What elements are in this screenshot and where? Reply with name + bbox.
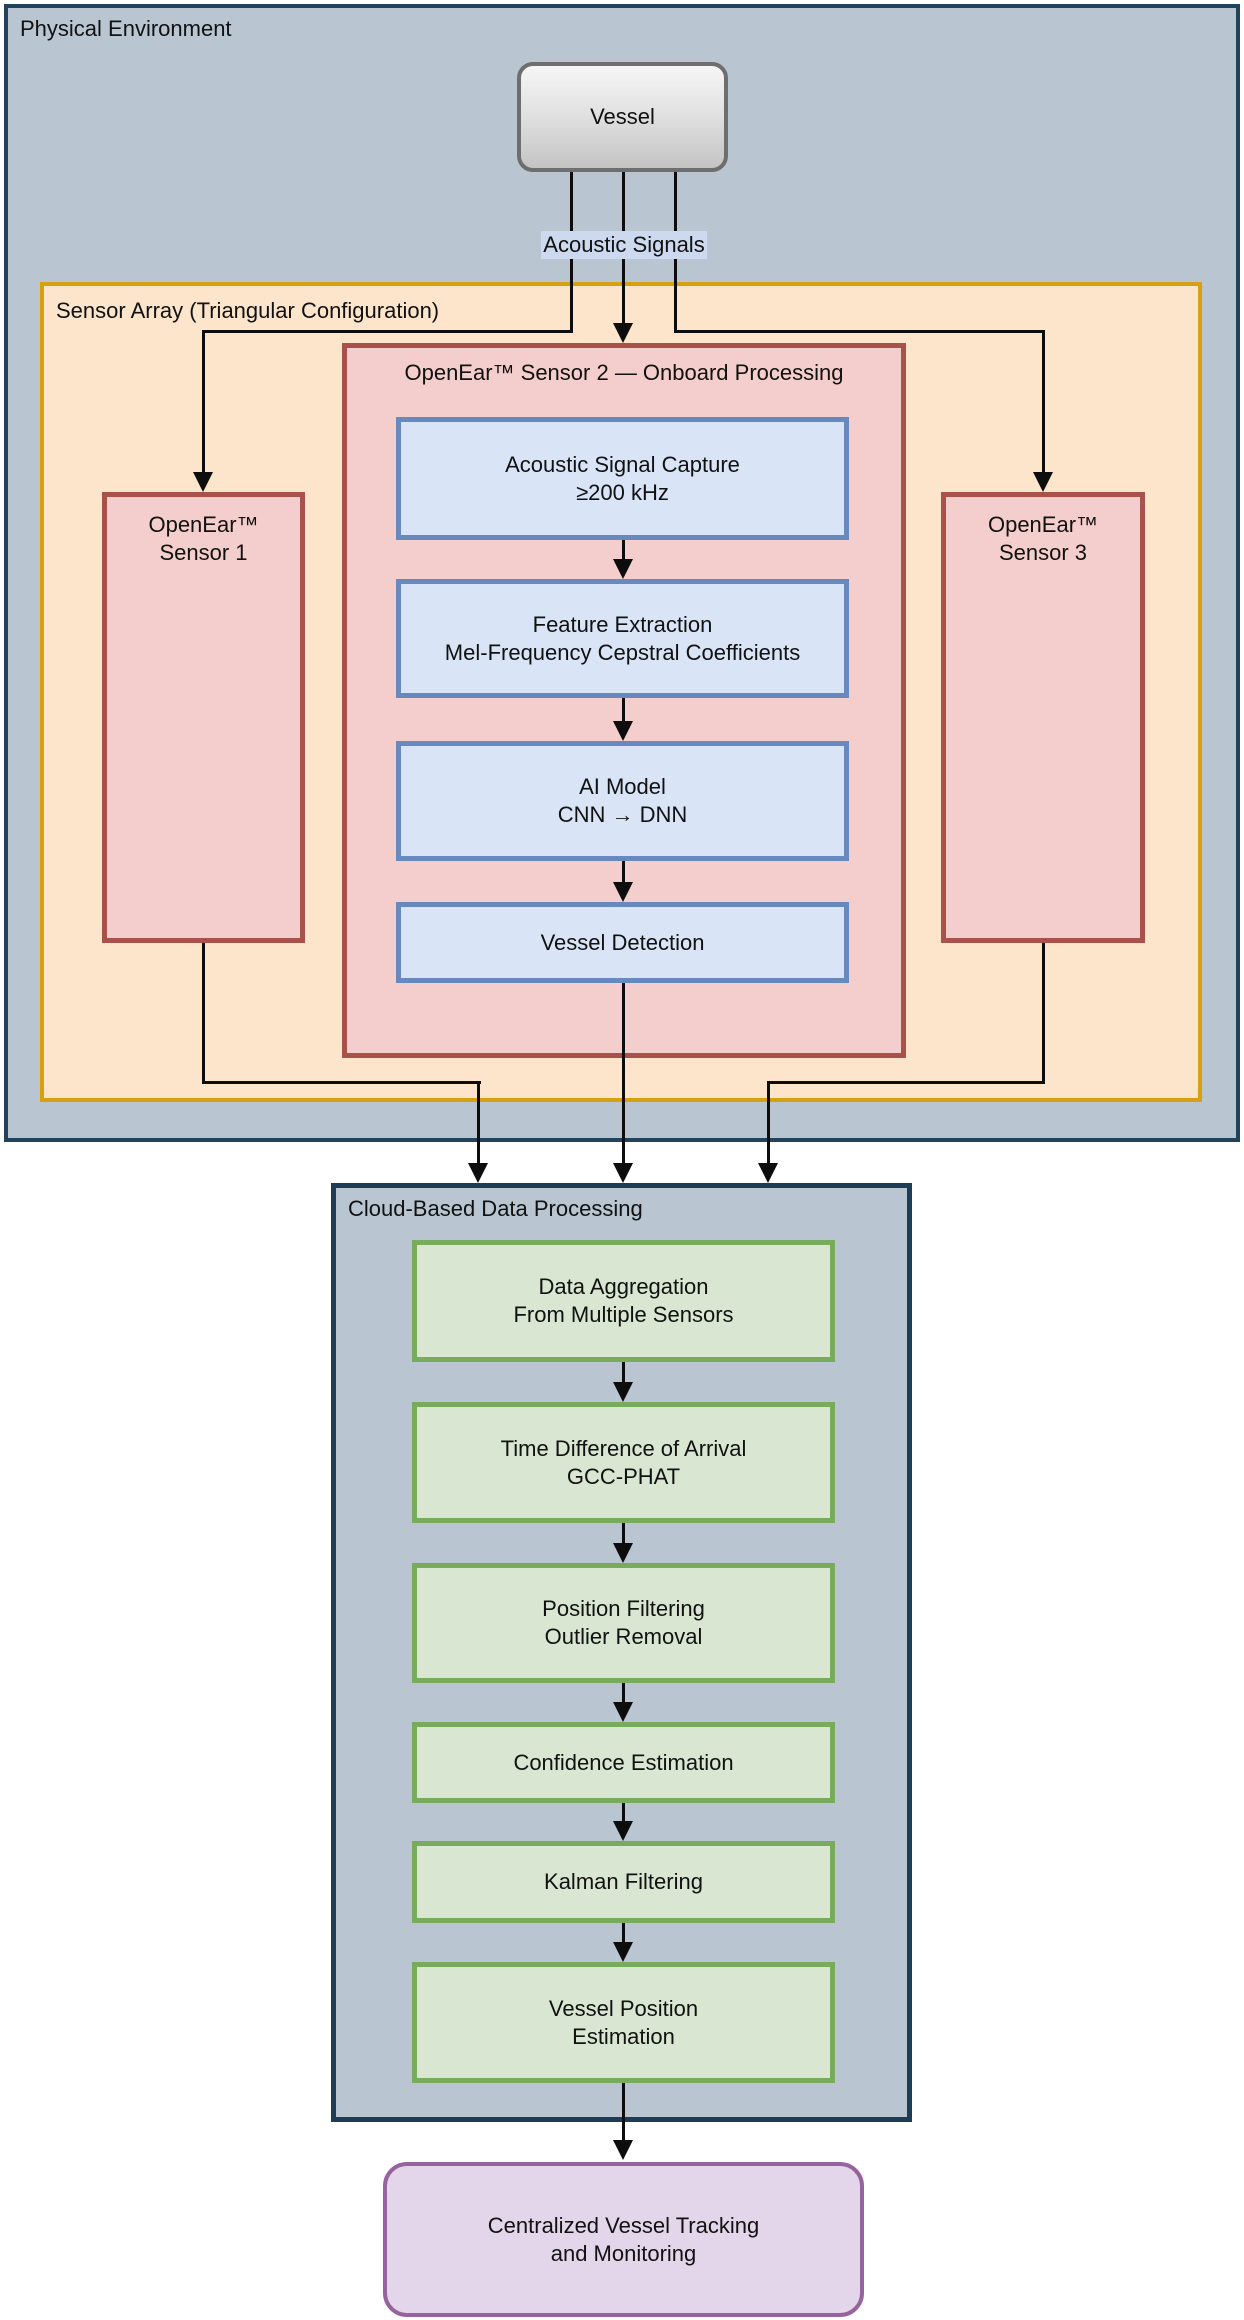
arrowhead-into-kalman (613, 1821, 633, 1841)
arrowhead-sensor1-into-cloud (468, 1163, 488, 1183)
step-text: Time Difference of Arrival (500, 1435, 747, 1461)
edge-sensor2-to-cloud-segment (621, 983, 625, 1165)
edge-confidence-to-kalman (621, 1803, 625, 1823)
arrowhead-sensor3-into-cloud (758, 1163, 778, 1183)
step-text: ≥200 kHz (576, 479, 669, 505)
step-text: Data Aggregation (538, 1274, 709, 1299)
step-vessel-detection: Vessel Detection (396, 902, 849, 983)
centralized-tracking-node: Centralized Vessel Tracking and Monitori… (383, 2162, 864, 2317)
sensor-array-label: Sensor Array (Triangular Configuration) (56, 298, 440, 323)
output-text-line2: and Monitoring (550, 2240, 697, 2266)
edge-tdoa-to-filtering (621, 1523, 625, 1545)
arrowhead-into-filtering (613, 1543, 633, 1563)
edge-sensor3-to-cloud-segment (1041, 943, 1045, 1084)
step-vessel-position-estimation: Vessel Position Estimation (412, 1962, 835, 2083)
edge-sensor1-to-cloud-segment (201, 943, 205, 1084)
edge-filtering-to-confidence (621, 1683, 625, 1704)
arrowhead-into-sensor3 (1033, 472, 1053, 492)
edge-sensor1-to-cloud-segment (201, 1080, 481, 1084)
step-ai-model: AI Model CNN → DNN (396, 741, 849, 861)
sensor2-title: OpenEar™ Sensor 2 — Onboard Processing (404, 360, 844, 385)
step-tdoa: Time Difference of Arrival GCC-PHAT (412, 1402, 835, 1523)
step-text: Feature Extraction (532, 611, 713, 637)
step-position-filtering: Position Filtering Outlier Removal (412, 1563, 835, 1683)
step-text: Confidence Estimation (513, 1749, 734, 1775)
sensor1-label-line2: Sensor 1 (159, 540, 248, 565)
vessel-node-label: Vessel (590, 104, 655, 129)
edge-model-to-detection (621, 861, 625, 884)
edge-features-to-model (621, 698, 625, 723)
acoustic-signals-label: Acoustic Signals (543, 232, 705, 257)
edge-aggregation-to-tdoa (621, 1362, 625, 1384)
edge-sensor3-to-cloud-segment (766, 1080, 1045, 1084)
arrowhead-into-position (613, 1942, 633, 1962)
step-text: AI Model (579, 774, 666, 799)
acoustic-signals-label-box: Acoustic Signals (541, 231, 707, 259)
step-text: Position Filtering (542, 1596, 705, 1621)
sensor1-node: OpenEar™ Sensor 1 (102, 492, 305, 943)
step-text: CNN → DNN (557, 802, 688, 827)
output-text-line1: Centralized Vessel Tracking (487, 2212, 760, 2238)
edge-sensor1-to-cloud-segment (476, 1080, 480, 1166)
arrowhead-into-tdoa (613, 1382, 633, 1402)
edge-kalman-to-position (621, 1923, 625, 1944)
arrowhead-into-detection (613, 882, 633, 902)
edge-capture-to-features (621, 540, 625, 561)
cloud-processing-label: Cloud-Based Data Processing (348, 1196, 643, 1221)
edge-vessel-to-sensor1-segment (201, 329, 205, 474)
physical-environment-label: Physical Environment (20, 16, 232, 41)
step-text: Estimation (572, 2023, 675, 2049)
sensor3-node: OpenEar™ Sensor 3 (941, 492, 1145, 943)
sensor3-label-line2: Sensor 3 (998, 540, 1088, 565)
sensor3-label-line1: OpenEar™ (987, 512, 1099, 537)
step-text: Acoustic Signal Capture (505, 451, 740, 477)
edge-cloud-to-output (621, 2083, 625, 2142)
step-feature-extraction: Feature Extraction Mel-Frequency Cepstra… (396, 579, 849, 698)
edge-sensor3-to-cloud-segment (766, 1080, 770, 1166)
step-kalman-filtering: Kalman Filtering (412, 1841, 835, 1923)
step-text: Vessel Position (548, 1995, 699, 2021)
arrowhead-into-confidence (613, 1702, 633, 1722)
edge-vessel-to-sensor1-segment (201, 329, 573, 333)
edge-vessel-to-sensor3-segment (673, 329, 1045, 333)
step-text: Kalman Filtering (544, 1869, 703, 1894)
sensor1-label-line1: OpenEar™ (148, 512, 259, 537)
vessel-node: Vessel (517, 62, 728, 172)
step-text: Vessel Detection (540, 929, 705, 955)
step-acoustic-signal-capture: Acoustic Signal Capture ≥200 kHz (396, 417, 849, 540)
arrowhead-into-sensor1 (193, 472, 213, 492)
arrowhead-into-output (613, 2140, 633, 2160)
arrowhead-into-sensor2 (613, 323, 633, 343)
edge-vessel-to-sensor3-segment (1041, 329, 1045, 474)
step-text: Mel-Frequency Cepstral Coefficients (444, 639, 801, 665)
arrowhead-into-model (613, 721, 633, 741)
arrowhead-into-features (613, 559, 633, 579)
step-data-aggregation: Data Aggregation From Multiple Sensors (412, 1240, 835, 1362)
step-text: GCC-PHAT (566, 1463, 681, 1489)
arrowhead-sensor2-into-cloud (613, 1163, 633, 1183)
step-text: From Multiple Sensors (513, 1302, 734, 1327)
step-confidence-estimation: Confidence Estimation (412, 1722, 835, 1803)
step-text: Outlier Removal (544, 1624, 703, 1649)
